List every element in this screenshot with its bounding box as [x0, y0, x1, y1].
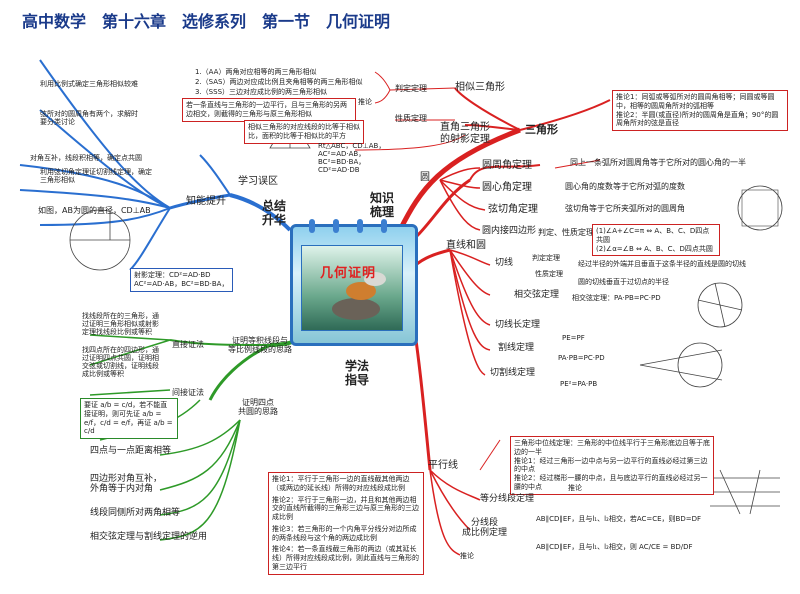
tangent-prop-text: 圆的切线垂直于过切点的半径	[578, 278, 669, 286]
similar-label: 相似三角形	[455, 82, 505, 93]
proportional-label: 分线段 成比例定理	[462, 518, 508, 539]
similar-judge-item-1: 1.（AA）两角对应相等的两三角形相似	[195, 68, 317, 76]
tangent-label: 切线	[495, 258, 514, 268]
circle-inference-2: 推论2：半圆(或直径)所对的圆周角是直角；90°的圆周角所对的弦是直径	[616, 110, 779, 128]
branch-method: 学法 指导	[345, 359, 370, 387]
review-item-1: 利用比例式确定三角形相似较难	[40, 80, 138, 88]
parallel-note-4: 推论4：若一条直线截三角形的两边（或其延长线）所得对应线段成比例，则此直线与三角…	[272, 545, 419, 571]
circle-inference-1: 推论1：同弧或等弧所对的圆周角相等；同圆或等圆中，相等的圆周角所对的弧相等	[616, 93, 775, 110]
stone-shape	[346, 282, 376, 300]
branch-knowledge: 知识 梳理	[370, 191, 395, 219]
similar-judge-label: 判定定理	[395, 84, 427, 93]
branch-ability: 知能提升	[186, 196, 226, 207]
cyclic-item-1: (1)∠A+∠C=π ⇔ A、B、C、D四点共圆	[596, 227, 710, 244]
hub-title: 几何证明	[320, 266, 377, 281]
branch-review: 学习误区	[238, 176, 278, 187]
page-title: 高中数学 第十六章 选修系列 第一节 几何证明	[22, 12, 391, 31]
stone-shape	[364, 272, 386, 286]
proportional-text: AB∥CD∥EF，且与l₁、l₂相交，则 AC/CE = BD/DF	[536, 543, 693, 551]
direct-proof-2: 找四点所在的四边形，通过证明四点共圆，证明相交弦或切割线，证明线段成比例或等积	[82, 346, 159, 379]
review-item-3: 对角互补，线段积相等，确定点共圆	[30, 154, 142, 162]
inscribed-angle-text: 同上一条弧所对圆周角等于它所对的圆心角的一半	[570, 158, 746, 167]
central-angle-label: 圆心角定理	[482, 182, 532, 193]
tangent-length-label: 切线长定理	[495, 320, 541, 330]
triangle-label: 三角形	[525, 123, 558, 136]
cyclic-judge-label: 判定、性质定理	[538, 228, 594, 237]
circle-inferences-box: 推论1：同弧或等弧所对的圆周角相等；同圆或等圆中，相等的圆周角所对的弧相等 推论…	[612, 90, 788, 131]
binder-ring	[333, 219, 339, 233]
central-topic-card: 几何证明	[290, 219, 418, 346]
stone-shape	[332, 298, 380, 320]
parallel-note-3: 推论3：若三角形的一个内角平分线分对边所成的两条线段与这个角的两边成比例	[272, 524, 417, 542]
direct-proof-label: 直接证法	[172, 340, 204, 349]
indirect-proof-label: 间接证法	[172, 388, 204, 397]
proportional-inference-label: 推论	[460, 552, 474, 560]
ratio-method-label: 证明等积线段与 等比例线段的思路	[228, 336, 292, 355]
parallel-label: 平行线	[428, 460, 458, 471]
tangent-judge-label: 判定定理	[532, 254, 560, 262]
review-example-text: 如图，AB为圆的直径，CD⊥AB	[38, 206, 151, 215]
parallel-note-1: 推论1：平行于三角形一边的直线截其他两边（或两边的延长线）所得的对应线段成比例	[272, 475, 410, 492]
direct-proof-1: 找线段所在的三角形，通过证明三角形相似或射影定理找线段比例或等积	[82, 312, 159, 337]
secant-text: PA·PB=PC·PD	[558, 354, 605, 362]
circle-label: 圆	[420, 172, 430, 183]
cyclic-item-2: (2)∠α=∠B ⇔ A、B、C、D四点共圆	[596, 244, 713, 253]
similar-property-label: 性质定理	[395, 114, 427, 123]
tangent-chord-label: 弦切角定理	[488, 204, 538, 215]
cyclic-items-box: (1)∠A+∠C=π ⇔ A、B、C、D四点共圆 (2)∠α=∠B ⇔ A、B、…	[592, 224, 720, 257]
right-tri-label: 直角三角形 的射影定理	[440, 122, 490, 145]
similar-infer-box: 若一条直线与三角形的一边平行，且与三角形的另两边相交，则截得的三角形与原三角形相…	[182, 98, 356, 122]
binder-ring	[357, 219, 363, 233]
concyclic-label: 证明四点 共圆的思路	[238, 398, 278, 417]
right-tri-formula: Rt△ABC，CD⊥AB，AC²=AD·AB，BC²=BD·BA，CD²=AD·…	[318, 142, 386, 175]
intersect-chord-text: 相交弦定理：PA·PB=PC·PD	[572, 294, 661, 302]
tangent-chord-text: 弦切角等于它所夹弧所对的圆周角	[565, 204, 685, 213]
similar-judge-item-2: 2.（SAS）两边对应成比例且夹角相等的两三角形相似	[195, 78, 363, 86]
similar-infer-label: 推论	[358, 98, 372, 106]
review-item-4: 利用弦切角定理证切割线定理，确定三角形相似	[40, 168, 152, 185]
concyclic-item-3: 线段同侧所对两角相等	[90, 508, 181, 518]
equal-division-text: AB∥CD∥EF，且与l₁、l₂相交，若AC=CE，则BD=DF	[536, 515, 702, 523]
midline-inference-2: 推论2：经过梯形一腰的中点，且与底边平行的直线必经过另一腰的中点	[514, 474, 708, 491]
indirect-proof-text: 要证 a/b = c/d，若不能直接证明，则可先证 a/b = e/f，c/d …	[80, 398, 178, 439]
binder-ring	[381, 219, 387, 233]
similar-judge-item-3: 3.（SSS）三边对应成比例的两三角形相似	[195, 88, 328, 96]
midline-inference-1: 推论1：经过三角形一边中点与另一边平行的直线必经过第三边的中点	[514, 456, 708, 474]
parallel-note-2: 推论2：平行于三角形一边，并且和其他两边相交的直线所截得的三角形三边与原三角形的…	[272, 495, 419, 522]
secant-label: 割线定理	[498, 343, 535, 353]
binder-ring	[309, 219, 315, 233]
tangent-judge-text: 经过半径的外端并且垂直于这条半径的直线是圆的切线	[578, 260, 746, 268]
cyclic-quad-label: 圆内接四边形	[482, 226, 537, 236]
review-example-formula: 射影定理：CD²=AD·BD AC²=AD·AB，BC²=BD·BA，	[130, 268, 233, 292]
equal-inference-label: 推论	[568, 484, 582, 492]
central-angle-text: 圆心角的度数等于它所对弧的度数	[565, 182, 685, 191]
midline-theorem: 三角形中位线定理：三角形的中位线平行于三角形底边且等于底边的一半	[514, 439, 710, 456]
intersect-chord-label: 相交弦定理	[514, 290, 560, 300]
tangent-secant-text: PE²=PA·PB	[560, 380, 598, 388]
inscribed-angle-label: 圆周角定理	[482, 160, 532, 171]
hub-image: 几何证明	[301, 245, 403, 331]
tangent-secant-label: 切割线定理	[490, 368, 536, 378]
similar-property-box: 相似三角形的对应线段的比等于相似比，面积的比等于相似比的平方	[244, 120, 364, 144]
review-item-2: 弦所对的圆周角有两个，求解时要分类讨论	[40, 110, 138, 127]
concyclic-item-4: 相交弦定理与割线定理的逆用	[90, 532, 208, 542]
tangent-prop-label: 性质定理	[535, 270, 563, 278]
branch-summary: 总结 升华	[262, 199, 287, 227]
concyclic-item-2: 四边形对角互补， 外角等于内对角	[90, 474, 163, 495]
midline-box: 三角形中位线定理：三角形的中位线平行于三角形底边且等于底边的一半 推论1：经过三…	[510, 436, 714, 495]
line-circle-label: 直线和圆	[446, 240, 486, 251]
concyclic-item-1: 四点与一点距离相等	[90, 446, 172, 456]
parallel-notes-box: 推论1：平行于三角形一边的直线截其他两边（或两边的延长线）所得的对应线段成比例 …	[268, 472, 424, 575]
equal-division-label: 等分线段定理	[480, 494, 535, 504]
tangent-length-text: PE=PF	[562, 334, 585, 342]
